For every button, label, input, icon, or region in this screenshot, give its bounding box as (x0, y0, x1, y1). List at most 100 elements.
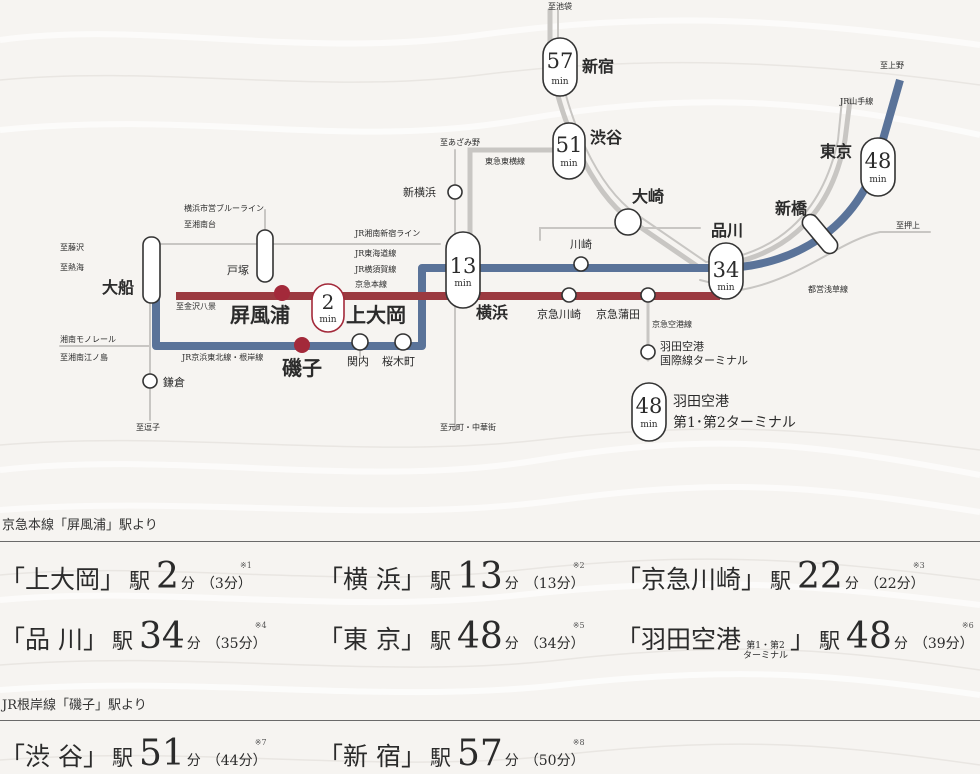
route-eki: 駅 (111, 746, 133, 770)
route-alt: （3分）※1 (200, 561, 252, 592)
route-fun: 分 (186, 753, 201, 769)
capsule-kamiooka (311, 283, 345, 333)
time-shinagawa: 34 (713, 258, 740, 282)
capsule-totsuka (256, 229, 274, 283)
time-kamiooka: 2 (322, 290, 335, 314)
name-sakuragicho: 桜木町 (382, 354, 415, 368)
name-osaki: 大崎 (632, 187, 664, 206)
capsule-haneda (631, 382, 667, 442)
name-isogo: 磯子 (282, 356, 322, 380)
route-shinjuku: 「新 宿」 駅 57 分 （50分）※8 (318, 733, 585, 774)
route-map: 至池袋 至上野 至あざみ野 至押上 至藤沢 至熱海 至湘南台 至金沢八景 至湘南… (59, 1, 931, 442)
route-note: ※5 (572, 621, 585, 630)
route-fun: 分 (180, 576, 195, 592)
station-haneda-intl (640, 344, 656, 360)
name-shin-yokohama: 新横浜 (403, 185, 436, 199)
dir-ueno: 至上野 (880, 61, 904, 70)
capsule-shinjuku (542, 37, 578, 97)
name-yokohama: 横浜 (476, 303, 508, 322)
label-keikyu-main: 京急本線 (355, 279, 387, 289)
station-sakuragicho (394, 333, 412, 351)
route-station-pre: 「羽田空港 (616, 625, 742, 654)
unit-kamiooka: min (319, 315, 336, 325)
route-eki: 駅 (111, 629, 133, 653)
route-eki: 駅 (819, 629, 841, 653)
route-minutes: 34 (138, 616, 185, 657)
name-kamiooka: 上大岡 (346, 303, 406, 327)
dir-oshiage: 至押上 (896, 220, 920, 230)
route-alt: （44分）※7 (206, 738, 267, 769)
name-shinagawa: 品川 (711, 221, 743, 240)
name-totsuka: 戸塚 (227, 264, 249, 277)
capsule-tokyo (860, 137, 896, 197)
time-yokohama: 13 (450, 254, 477, 278)
time-tokyo: 48 (865, 149, 892, 173)
name-keikyu-kamata: 京急蒲田 (596, 307, 640, 321)
route-minutes: 51 (138, 733, 185, 774)
station-kannai (351, 333, 369, 351)
name-tokyo: 東京 (820, 142, 852, 161)
divider-2 (0, 720, 980, 721)
label-keikyu-airport: 京急空港線 (652, 319, 692, 329)
route-station: 「京急川崎」 (616, 565, 767, 594)
section2-title: JR根岸線「磯子」駅より (2, 698, 147, 713)
time-haneda: 48 (636, 394, 663, 418)
unit-shinjuku: min (551, 77, 568, 87)
dir-enoshima: 至湘南江ノ島 (60, 352, 108, 362)
route-note: ※7 (254, 738, 267, 747)
name-haneda-t12-1: 羽田空港 (673, 394, 729, 410)
station-kamakura (142, 373, 158, 389)
route-eki: 駅 (429, 569, 451, 593)
route-minutes: 13 (456, 556, 503, 597)
label-tokaido: JR東海道線 (354, 248, 396, 258)
capsule-shibuya (552, 122, 586, 180)
route-station: 「東 京」 (318, 625, 426, 654)
divider-1 (0, 541, 980, 542)
route-note: ※4 (254, 621, 267, 630)
unit-shinagawa: min (717, 283, 734, 293)
unit-yokohama: min (454, 279, 471, 289)
station-kawasaki (573, 256, 589, 272)
route-minutes: 48 (456, 616, 503, 657)
label-yokosuka: JR横須賀線 (354, 264, 396, 274)
route-fun: 分 (844, 576, 859, 592)
route-note: ※2 (572, 561, 585, 570)
route-eki: 駅 (429, 629, 451, 653)
yamanote-line-inner (557, 9, 843, 264)
unit-haneda: min (640, 420, 657, 430)
unit-shibuya: min (560, 159, 577, 169)
dir-fujisawa: 至藤沢 (60, 242, 84, 252)
route-station: 「品 川」 (0, 625, 108, 654)
route-keikyu-kawasaki: 「京急川崎」 駅 22 分 （22分）※3 (616, 556, 925, 597)
capsule-shinagawa (708, 242, 744, 300)
route-note: ※1 (240, 561, 252, 570)
route-station: 「上大岡」 (0, 565, 126, 594)
label-shonan-shinjuku: JR湘南新宿ライン (354, 228, 420, 238)
name-byobugaura: 屏風浦 (230, 303, 290, 327)
dir-shonandai: 至湘南台 (184, 219, 216, 229)
label-monorail: 湘南モノレール (60, 334, 116, 344)
route-eki: 駅 (429, 746, 451, 770)
route-fun: 分 (504, 636, 519, 652)
station-byobugaura (274, 285, 290, 301)
route-shinagawa: 「品 川」 駅 34 分 （35分）※4 (0, 616, 267, 657)
capsule-yokohama (445, 231, 481, 309)
capsule-ofuna (142, 236, 161, 304)
time-shibuya: 51 (556, 133, 583, 157)
route-station-post: 」 (790, 625, 816, 654)
unit-tokyo: min (869, 175, 886, 185)
name-haneda-intl-2: 国際線ターミナル (660, 353, 748, 367)
name-shibuya: 渋谷 (590, 128, 623, 147)
dir-atami: 至熱海 (60, 262, 84, 272)
time-shinjuku: 57 (547, 49, 574, 73)
route-kamiooka: 「上大岡」 駅 2 分 （3分）※1 (0, 556, 252, 597)
dir-azamino: 至あざみ野 (440, 137, 480, 147)
route-alt: （13分）※2 (524, 561, 585, 592)
station-osaki (614, 208, 642, 236)
route-station: 「渋 谷」 (0, 742, 108, 771)
route-note: ※8 (572, 738, 585, 747)
route-shibuya: 「渋 谷」 駅 51 分 （44分）※7 (0, 733, 267, 774)
name-shimbashi: 新橋 (775, 199, 808, 218)
